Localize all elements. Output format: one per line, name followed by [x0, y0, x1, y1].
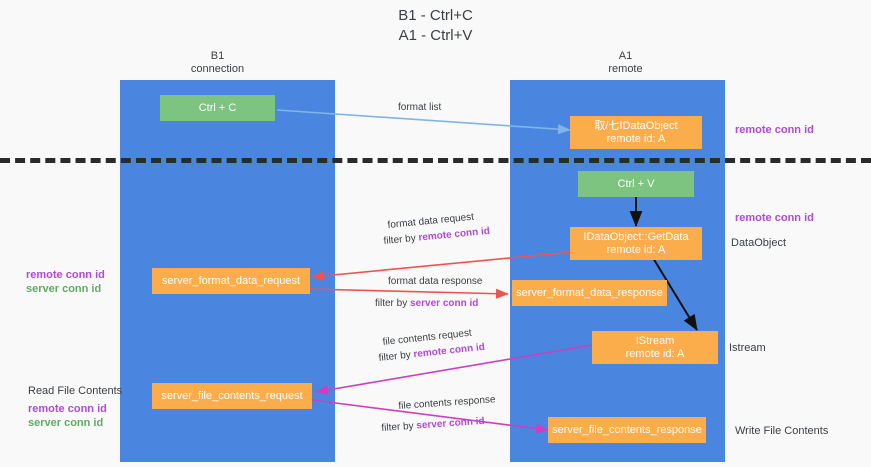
box-istream[interactable]: IStream remote id: A: [592, 331, 718, 364]
box-istream-line1: IStream: [635, 334, 675, 347]
lane-header-a1-title: A1: [618, 50, 633, 62]
box-server-file-contents-response[interactable]: server_file_contents_response: [548, 417, 706, 443]
connector-format-data-response: [307, 288, 509, 299]
wire-label-file-contents-response: file contents response: [398, 394, 496, 412]
lane-header-b1-subtitle: connection: [190, 63, 245, 75]
title-line-2: A1 - Ctrl+V: [398, 27, 473, 44]
wire-label-format-data-request-filter-prefix: filter by: [383, 232, 420, 247]
title-line-1: B1 - Ctrl+C: [398, 7, 473, 24]
box-server-file-contents-request[interactable]: server_file_contents_request: [152, 383, 312, 409]
page-title: B1 - Ctrl+C A1 - Ctrl+V: [0, 6, 871, 46]
phase-divider: [0, 158, 871, 163]
lane-header-b1-title: B1: [210, 50, 225, 62]
wire-label-format-data-request-filter-key: remote conn id: [417, 225, 491, 244]
wire-label-file-contents-response-filter: filter by server conn id: [381, 415, 485, 435]
box-idataobject-getdata-line2: remote id: A: [606, 243, 666, 256]
side-label-remote-conn-id-top: remote conn id: [735, 124, 814, 136]
wire-label-file-contents-response-filter-key: server conn id: [416, 415, 485, 432]
box-idataobject-remote-line2: remote id: A: [606, 132, 666, 145]
wire-label-format-data-response-filter: filter by server conn id: [375, 297, 478, 310]
lane-header-a1: A1 remote: [568, 50, 683, 76]
side-label-read-file-contents: Read File Contents: [28, 385, 123, 397]
box-ctrl-c[interactable]: Ctrl + C: [160, 95, 275, 121]
box-ctrl-v[interactable]: Ctrl + V: [578, 171, 694, 197]
wire-label-file-contents-response-filter-prefix: filter by: [381, 420, 417, 434]
side-label-left-remote-conn-id: remote conn id: [26, 269, 105, 281]
side-label-write-file-contents: Write File Contents: [735, 425, 829, 437]
side-label-left-remote-conn-id-2: remote conn id: [28, 403, 107, 415]
box-server-format-data-request[interactable]: server_format_data_request: [152, 268, 310, 294]
box-idataobject-remote-line1: 取/七IDataObject: [594, 119, 678, 132]
lane-header-a1-subtitle: remote: [608, 63, 643, 75]
wire-label-format-data-response: format data response: [388, 276, 483, 287]
wire-label-format-data-response-filter-prefix: filter by: [375, 298, 411, 309]
box-istream-line2: remote id: A: [625, 347, 685, 360]
side-label-istream: Istream: [729, 342, 766, 354]
wire-label-format-data-response-filter-key: server conn id: [410, 298, 479, 309]
side-label-remote-conn-id-mid: remote conn id: [735, 212, 814, 224]
side-label-left-server-conn-id: server conn id: [26, 283, 102, 295]
wire-label-file-contents-request-filter-prefix: filter by: [378, 349, 415, 364]
box-idataobject-remote[interactable]: 取/七IDataObject remote id: A: [570, 116, 702, 149]
side-label-left-server-conn-id-2: server conn id: [28, 417, 104, 429]
box-idataobject-getdata-line1: IDataObject::GetData: [583, 230, 689, 243]
lane-header-b1: B1 connection: [160, 50, 275, 76]
box-server-format-data-response[interactable]: server_format_data_response: [512, 280, 667, 306]
side-label-dataobject: DataObject: [731, 237, 787, 249]
wire-label-format-list: format list: [398, 102, 442, 113]
box-idataobject-getdata[interactable]: IDataObject::GetData remote id: A: [570, 227, 702, 260]
